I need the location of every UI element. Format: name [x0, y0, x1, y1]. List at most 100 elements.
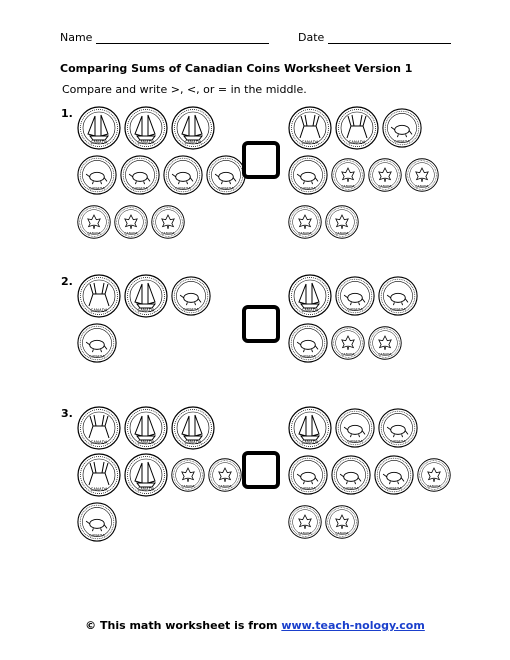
svg-text:CANADA: CANADA	[89, 187, 105, 191]
quarter-coin: CANADA	[288, 106, 332, 150]
svg-text:CANADA: CANADA	[378, 184, 392, 188]
svg-text:CANADA: CANADA	[394, 140, 410, 144]
svg-text:CANADA: CANADA	[181, 484, 195, 488]
svg-text:CANADA: CANADA	[89, 534, 105, 538]
svg-text:CANADA: CANADA	[390, 308, 406, 312]
svg-text:CANADA: CANADA	[137, 487, 154, 492]
nickel-coin: CANADA	[335, 408, 375, 448]
date-field: Date	[298, 31, 451, 44]
nickel-coin: CANADA	[374, 455, 414, 495]
svg-text:CANADA: CANADA	[184, 140, 201, 145]
worksheet-title: Comparing Sums of Canadian Coins Workshe…	[60, 62, 413, 75]
nickel-coin: CANADA	[288, 323, 328, 363]
nickel-coin: CANADA	[288, 155, 328, 195]
quarter-coin: CANADA	[77, 406, 121, 450]
penny-coin: CANADA	[368, 158, 402, 192]
svg-text:CANADA: CANADA	[343, 487, 359, 491]
problem-2-right-coins: CANADA CANADA CANADA CANADA CANADA CANADA	[288, 274, 458, 374]
svg-text:CANADA: CANADA	[300, 355, 316, 359]
nickel-coin: CANADA	[120, 155, 160, 195]
penny-coin: CANADA	[417, 458, 451, 492]
nickel-coin: CANADA	[206, 155, 246, 195]
penny-coin: CANADA	[208, 458, 242, 492]
penny-coin: CANADA	[77, 205, 111, 239]
penny-coin: CANADA	[288, 205, 322, 239]
problem-3-right-coins: CANADA CANADA CANADA CANADA CANADA CANADA CANA…	[288, 406, 458, 556]
date-line[interactable]	[327, 43, 451, 44]
quarter-coin: CANADA	[335, 106, 379, 150]
svg-text:CANADA: CANADA	[218, 484, 232, 488]
name-field: Name	[60, 31, 269, 44]
problem-1-answer-box[interactable]	[242, 141, 280, 179]
penny-coin: CANADA	[331, 158, 365, 192]
dime-coin: CANADA	[124, 106, 168, 150]
svg-text:CANADA: CANADA	[301, 140, 318, 145]
date-label: Date	[298, 31, 325, 44]
svg-text:CANADA: CANADA	[90, 140, 107, 145]
svg-text:CANADA: CANADA	[348, 140, 365, 145]
svg-text:CANADA: CANADA	[298, 531, 312, 535]
name-line[interactable]	[95, 43, 269, 44]
svg-text:CANADA: CANADA	[218, 187, 234, 191]
svg-text:CANADA: CANADA	[335, 231, 349, 235]
footer-link[interactable]: www.teach-nology.com	[281, 619, 425, 632]
svg-text:CANADA: CANADA	[301, 308, 318, 313]
nickel-coin: CANADA	[378, 408, 418, 448]
penny-coin: CANADA	[325, 205, 359, 239]
problem-1-left-coins: CANADA CANADA CANADA CANADA CANADA CANADA CANA…	[77, 106, 247, 241]
nickel-coin: CANADA	[163, 155, 203, 195]
svg-text:CANADA: CANADA	[137, 140, 154, 145]
problem-2-left-coins: CANADA CANADA CANADA CANADA	[77, 274, 247, 374]
nickel-coin: CANADA	[77, 323, 117, 363]
dime-coin: CANADA	[288, 274, 332, 318]
nickel-coin: CANADA	[378, 276, 418, 316]
footer-prefix: © This math worksheet is from	[85, 619, 282, 632]
problem-3-answer-box[interactable]	[242, 451, 280, 489]
problem-2-answer-box[interactable]	[242, 305, 280, 343]
quarter-coin: CANADA	[77, 453, 121, 497]
dime-coin: CANADA	[124, 274, 168, 318]
dime-coin: CANADA	[77, 106, 121, 150]
svg-text:CANADA: CANADA	[427, 484, 441, 488]
svg-text:CANADA: CANADA	[90, 440, 107, 445]
nickel-coin: CANADA	[77, 155, 117, 195]
dime-coin: CANADA	[171, 106, 215, 150]
svg-text:CANADA: CANADA	[378, 352, 392, 356]
dime-coin: CANADA	[288, 406, 332, 450]
svg-text:CANADA: CANADA	[301, 440, 318, 445]
problem-2-number: 2.	[61, 275, 73, 288]
penny-coin: CANADA	[151, 205, 185, 239]
svg-text:CANADA: CANADA	[175, 187, 191, 191]
name-label: Name	[60, 31, 93, 44]
dime-coin: CANADA	[171, 406, 215, 450]
svg-text:CANADA: CANADA	[335, 531, 349, 535]
problem-3-left-coins: CANADA CANADA CANADA CANADA CANADA CANADA CANA…	[77, 406, 247, 556]
nickel-coin: CANADA	[288, 455, 328, 495]
svg-text:CANADA: CANADA	[300, 487, 316, 491]
dime-coin: CANADA	[124, 453, 168, 497]
quarter-coin: CANADA	[77, 274, 121, 318]
nickel-coin: CANADA	[335, 276, 375, 316]
penny-coin: CANADA	[114, 205, 148, 239]
instruction-text: Compare and write >, <, or = in the midd…	[62, 83, 307, 96]
penny-coin: CANADA	[331, 326, 365, 360]
nickel-coin: CANADA	[171, 276, 211, 316]
svg-text:CANADA: CANADA	[132, 187, 148, 191]
svg-text:CANADA: CANADA	[124, 231, 138, 235]
penny-coin: CANADA	[171, 458, 205, 492]
nickel-coin: CANADA	[331, 455, 371, 495]
problem-3-number: 3.	[61, 407, 73, 420]
svg-text:CANADA: CANADA	[90, 487, 107, 492]
svg-text:CANADA: CANADA	[386, 487, 402, 491]
problem-1-number: 1.	[61, 107, 73, 120]
svg-text:CANADA: CANADA	[300, 187, 316, 191]
svg-text:CANADA: CANADA	[390, 440, 406, 444]
svg-text:CANADA: CANADA	[341, 184, 355, 188]
svg-text:CANADA: CANADA	[161, 231, 175, 235]
svg-text:CANADA: CANADA	[415, 184, 429, 188]
svg-text:CANADA: CANADA	[87, 231, 101, 235]
svg-text:CANADA: CANADA	[90, 308, 107, 313]
svg-text:CANADA: CANADA	[183, 308, 199, 312]
svg-text:CANADA: CANADA	[347, 440, 363, 444]
svg-text:CANADA: CANADA	[137, 308, 154, 313]
